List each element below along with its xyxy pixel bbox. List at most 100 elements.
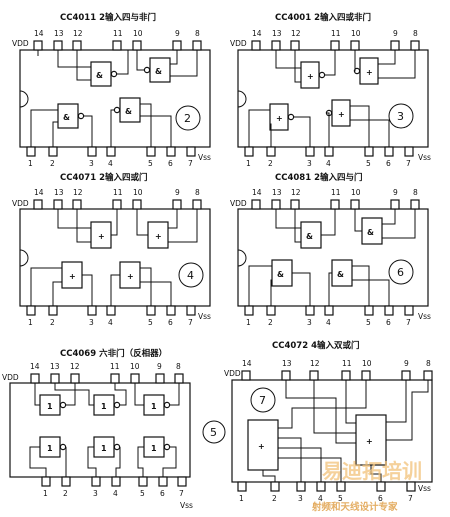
- wire: [111, 209, 118, 236]
- inversion-bubble: [143, 66, 151, 74]
- wire: [76, 50, 91, 81]
- pin-number: 1: [43, 489, 48, 498]
- pin-number: 10: [351, 29, 361, 38]
- gate-1: &: [57, 50, 129, 87]
- wire: [140, 103, 152, 147]
- pin: [270, 481, 280, 492]
- pin: [350, 199, 360, 210]
- pin-number: 10: [133, 29, 143, 38]
- pin: [132, 40, 142, 51]
- circled-number: 4: [187, 269, 194, 282]
- pin-number: 8: [426, 359, 431, 368]
- pin: [384, 305, 394, 316]
- pin-number: 5: [140, 489, 145, 498]
- pin-number: 3: [298, 494, 303, 503]
- pin-number: 5: [366, 159, 371, 168]
- chip-cc4011: CC4011 2输入四与非门 VDD 14 13 12 11 10 9 8: [12, 12, 211, 168]
- pin-number: 13: [54, 29, 64, 38]
- top-pins: 14 13 12 11 10 9 8: [251, 188, 420, 210]
- pin: [251, 40, 261, 51]
- pin: [244, 146, 254, 157]
- pin-number: 8: [195, 29, 200, 38]
- pin-number: 3: [89, 159, 94, 168]
- gate-3: +: [30, 261, 93, 306]
- pin: [410, 199, 420, 210]
- gate-symbol: &: [96, 71, 103, 80]
- pin: [186, 305, 196, 316]
- gate-body: [247, 419, 279, 471]
- pin: [53, 199, 63, 210]
- wire: [354, 50, 356, 72]
- pin: [26, 305, 36, 316]
- gate-symbol: 1: [151, 444, 157, 453]
- pin: [33, 199, 43, 210]
- gate-symbol: +: [155, 232, 162, 241]
- gate-4: &: [328, 259, 390, 306]
- pin: [192, 40, 202, 51]
- pin-number: 3: [93, 489, 98, 498]
- pin: [404, 305, 414, 316]
- pin-number: 8: [176, 362, 181, 371]
- wire: [328, 272, 332, 306]
- wire: [294, 116, 311, 147]
- pin-number: 6: [168, 159, 173, 168]
- pin: [48, 305, 58, 316]
- pin: [110, 373, 120, 384]
- chip-cc4072: CC4072 4输入双或门 VDD 14 13 12 11 10 9 8: [224, 340, 433, 503]
- or4-gate-1: +: [247, 380, 367, 482]
- inverter-1: 1: [34, 383, 76, 416]
- ic-package: [237, 49, 429, 148]
- top-pins: 14 13 12 11 10 9 8: [33, 188, 202, 210]
- pin: [305, 305, 315, 316]
- gate-symbol: &: [155, 67, 162, 76]
- pin-number: 9: [393, 29, 398, 38]
- pin: [61, 476, 71, 487]
- pin-number: 6: [378, 494, 383, 503]
- watermark-brand: 易迪拓培训: [322, 459, 422, 483]
- inverter-2: 1: [54, 383, 127, 416]
- pin: [48, 146, 58, 157]
- package-notch: [19, 90, 29, 108]
- vss-label: Vss: [418, 153, 431, 162]
- vdd-label: VDD: [224, 369, 241, 378]
- pin: [390, 40, 400, 51]
- pin-number: 13: [272, 29, 282, 38]
- pin-number: 10: [133, 188, 143, 197]
- pin: [341, 370, 351, 381]
- pin-number: 2: [63, 489, 68, 498]
- pin: [146, 146, 156, 157]
- pin-number: 11: [110, 362, 120, 371]
- chip-title: CC4069 六非门（反相器）: [60, 348, 167, 359]
- pin-number: 6: [168, 318, 173, 327]
- vss-label: Vss: [198, 153, 211, 162]
- wire: [382, 209, 396, 225]
- wire: [82, 274, 93, 306]
- pin: [155, 373, 165, 384]
- pin-number: 12: [310, 359, 320, 368]
- wire: [168, 209, 178, 229]
- gate-symbol: +: [366, 68, 373, 77]
- vss-label: Vss: [418, 312, 431, 321]
- gate-2: &: [354, 209, 416, 245]
- wire: [87, 446, 97, 477]
- gate-symbol: 1: [151, 402, 157, 411]
- pin-number: 14: [252, 29, 262, 38]
- pin: [330, 199, 340, 210]
- pin-number: 1: [239, 494, 244, 503]
- wire: [162, 446, 177, 477]
- package-notch: [237, 90, 247, 108]
- bottom-pins: 1 2 3 4 5 6 7: [41, 476, 187, 498]
- pin-number: 14: [34, 188, 44, 197]
- gate-symbol: 1: [47, 402, 53, 411]
- pin-number: 4: [326, 318, 331, 327]
- pin-number: 8: [195, 188, 200, 197]
- pin-number: 12: [70, 362, 80, 371]
- package-notch: [19, 249, 29, 267]
- pin: [72, 40, 82, 51]
- pin-number: 10: [362, 359, 372, 368]
- chip-title: CC4011 2输入四与非门: [60, 12, 156, 23]
- pin-number: 1: [246, 159, 251, 168]
- pin-number: 9: [393, 188, 398, 197]
- wire: [170, 50, 178, 65]
- pin-number: 12: [73, 29, 83, 38]
